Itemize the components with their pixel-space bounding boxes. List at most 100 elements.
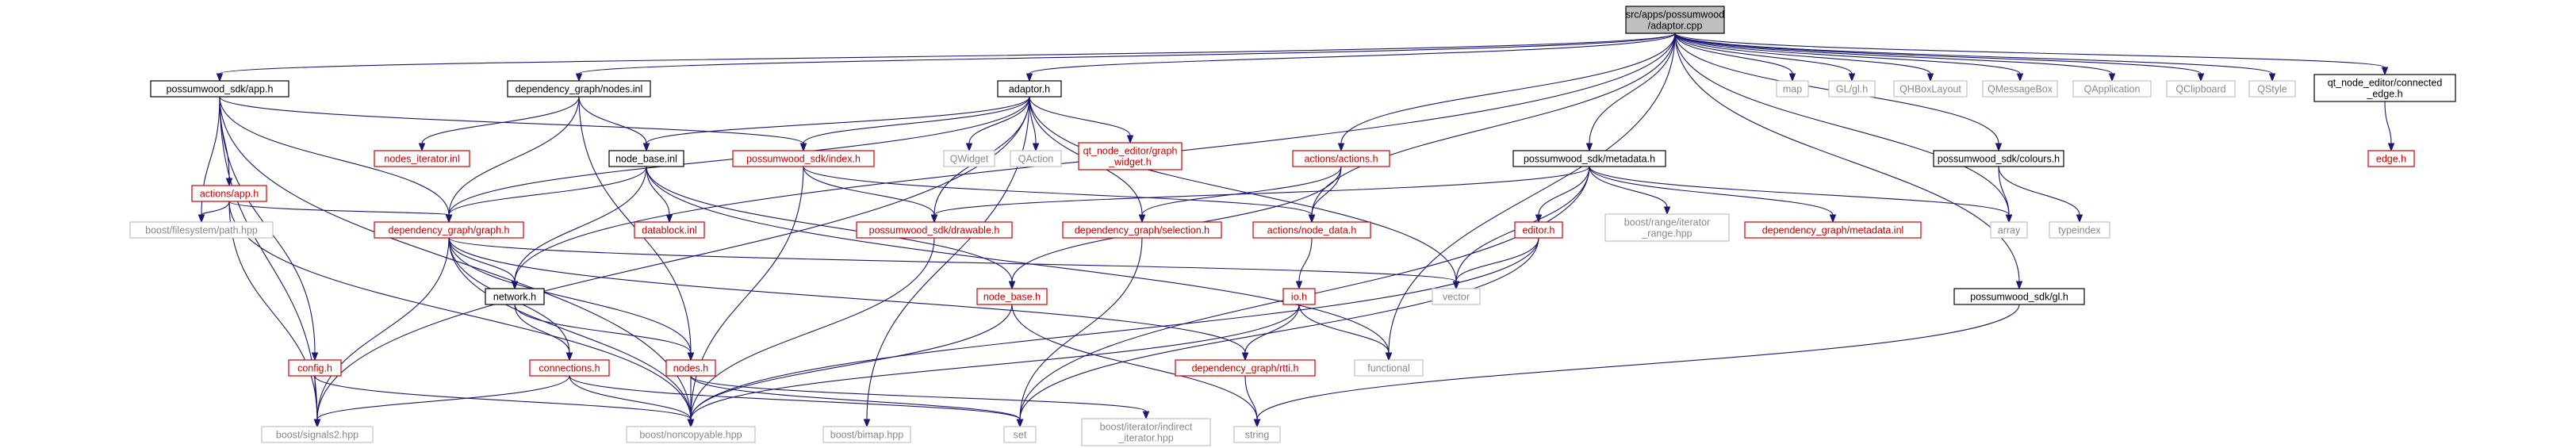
edge-line <box>1674 33 1931 75</box>
node-box <box>1514 221 1563 239</box>
node-label: boost/range/iterator <box>1624 217 1710 228</box>
edge-line <box>448 237 1457 282</box>
node-adaptor-h[interactable]: adaptor.h <box>997 80 1062 98</box>
node-actions-app[interactable]: actions/app.h <box>191 185 267 202</box>
edge-sdk-metadata-to-editor-h <box>1535 166 1590 224</box>
arrowhead <box>216 73 224 82</box>
edge-line <box>514 304 570 354</box>
arrowhead <box>1337 143 1345 152</box>
node-label: possumwood_sdk/colours.h <box>1938 154 2060 165</box>
node-box <box>1512 150 1666 167</box>
arrowhead <box>1032 143 1040 152</box>
node-box <box>374 221 524 239</box>
edge-line <box>1538 166 1590 216</box>
arrowhead <box>2108 73 2116 82</box>
arrowhead <box>1253 419 1261 428</box>
node-node-base-h[interactable]: node_base.h <box>976 288 1048 305</box>
node-box <box>374 150 470 167</box>
arrowhead <box>1008 281 1016 290</box>
edge-line <box>578 96 647 144</box>
node-qt-graph-widget[interactable]: qt_node_editor/graph_widget.h <box>1078 142 1183 170</box>
edge-node-base-inl-to-network-h <box>511 166 647 290</box>
node-nodes-iter[interactable]: nodes_iterator.inl <box>374 150 470 167</box>
arrowhead <box>565 352 573 362</box>
node-actions-actions[interactable]: actions/actions.h <box>1292 150 1390 167</box>
node-box <box>1010 150 1062 167</box>
node-sdk-colours[interactable]: possumwood_sdk/colours.h <box>1933 150 2064 167</box>
edge-connections-h-to-signals2 <box>313 375 570 428</box>
edge-sdk-app-to-signals2 <box>219 96 321 428</box>
node-sdk-drawable[interactable]: possumwood_sdk/drawable.h <box>856 221 1013 239</box>
node-box <box>485 288 545 305</box>
edge-root-to-qt-conn-edge <box>1674 33 2389 76</box>
node-string: string <box>1233 426 1281 443</box>
arrowhead <box>197 214 205 224</box>
node-dg-nodes-inl[interactable]: dependency_graph/nodes.inl <box>507 80 651 98</box>
node-actions-node-data[interactable]: actions/node_data.h <box>1252 221 1371 239</box>
arrowhead <box>1241 352 1249 362</box>
node-network-h[interactable]: network.h <box>485 288 545 305</box>
node-box <box>1604 213 1730 242</box>
edge-root-to-qapp <box>1674 33 2116 82</box>
edge-line <box>690 237 1539 420</box>
edge-line <box>219 33 1676 75</box>
node-box <box>1982 80 2058 98</box>
node-config-h[interactable]: config.h <box>288 359 342 377</box>
node-sdk-app[interactable]: possumwood_sdk/app.h <box>150 80 289 98</box>
node-root[interactable]: src/apps/possumwood/adaptor.cpp <box>1625 6 1725 34</box>
node-box <box>1354 359 1424 377</box>
arrowhead <box>575 73 583 82</box>
node-dg-rtti[interactable]: dependency_graph/rtti.h <box>1175 359 1316 377</box>
edge-line <box>1019 237 1143 420</box>
edge-line <box>1589 166 2010 216</box>
arrowhead <box>1142 411 1150 420</box>
node-label: QWidget <box>950 154 989 165</box>
node-box <box>129 221 274 239</box>
edge-line <box>1298 237 1313 282</box>
node-dg-metadata-inl[interactable]: dependency_graph/metadata.inl <box>1744 221 1922 239</box>
node-sdk-gl[interactable]: possumwood_sdk/gl.h <box>1953 288 2085 305</box>
edge-root-to-adaptor-h <box>1025 33 1676 82</box>
node-box <box>507 80 651 98</box>
edge-line <box>316 237 450 420</box>
node-label: map <box>1783 84 1802 95</box>
arrowhead <box>2381 67 2389 76</box>
node-node-base-inl[interactable]: node_base.inl <box>608 150 684 167</box>
node-datablock[interactable]: datablock.inl <box>634 221 705 239</box>
node-box <box>608 150 684 167</box>
arrowhead <box>1663 206 1671 216</box>
node-label: connections.h <box>539 363 600 374</box>
node-qt-conn-edge[interactable]: qt_node_editor/connected_edge.h <box>2313 74 2456 102</box>
node-edge-h[interactable]: edge.h <box>2367 150 2415 167</box>
edge-line <box>1674 33 2010 216</box>
node-sdk-index[interactable]: possumwood_sdk/index.h <box>732 150 875 167</box>
node-box <box>1282 288 1316 305</box>
edge-line <box>690 304 1013 420</box>
node-sdk-metadata[interactable]: possumwood_sdk/metadata.h <box>1512 150 1666 167</box>
node-label: boost/filesystem/path.hpp <box>145 225 258 236</box>
arrowhead <box>1138 214 1146 224</box>
node-dg-graph[interactable]: dependency_graph/graph.h <box>374 221 524 239</box>
edge-root-to-qstyle <box>1674 33 2276 82</box>
node-editor-h[interactable]: editor.h <box>1514 221 1563 239</box>
node-box <box>1953 288 2085 305</box>
edge-sdk-metadata-to-range-iter <box>1589 166 1671 216</box>
node-box <box>1744 221 1922 239</box>
arrowhead <box>1788 73 1796 82</box>
edge-line <box>1998 166 2010 216</box>
node-nodes-h[interactable]: nodes.h <box>665 359 716 377</box>
node-label: possumwood_sdk/gl.h <box>1970 292 2068 303</box>
node-connections-h[interactable]: connections.h <box>529 359 610 377</box>
edge-adaptor-h-to-sdk-index <box>799 96 1030 152</box>
edge-line <box>1340 33 1676 144</box>
arrowhead <box>2076 214 2083 224</box>
node-box <box>1003 426 1037 443</box>
node-box <box>665 359 716 377</box>
edge-dg-graph-to-dg-rtti <box>448 237 1249 362</box>
node-box <box>1625 6 1725 34</box>
edge-line <box>448 237 516 282</box>
node-io-h[interactable]: io.h <box>1282 288 1316 305</box>
arrowhead <box>1385 352 1393 362</box>
node-label: possumwood_sdk/metadata.h <box>1524 154 1655 165</box>
node-dg-selection[interactable]: dependency_graph/selection.h <box>1062 221 1222 239</box>
